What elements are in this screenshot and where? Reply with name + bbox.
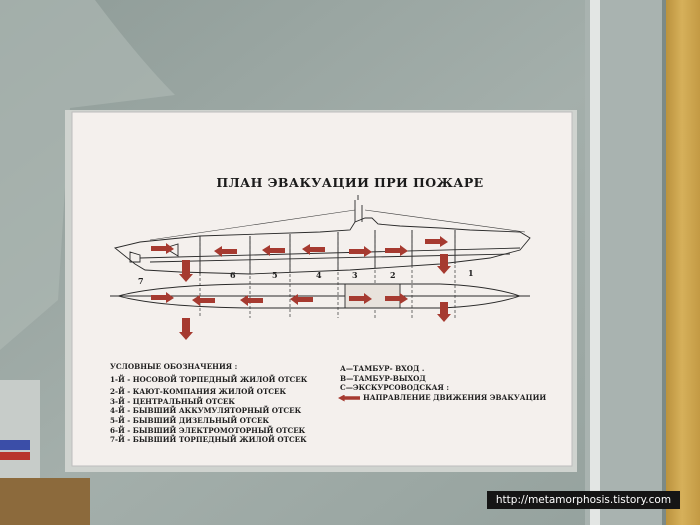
wooden-door (664, 0, 700, 525)
rigging-lines (149, 209, 526, 241)
evac-arrow (290, 294, 313, 305)
compartment-number: 5 (272, 270, 278, 280)
evac-direction-label: НАПРАВЛЕНИЕ ДВИЖЕНИЯ ЭВАКУАЦИИ (363, 393, 547, 402)
legend-item: В—ТАМБУР-ВЫХОД (340, 373, 426, 383)
evacuation-arrows (151, 236, 451, 340)
evac-arrow (262, 245, 285, 256)
legend-item: 6-Й - БЫВШИЙ ЭЛЕКТРОМОТОРНЫЙ ОТСЕК (110, 425, 306, 435)
compartment-numbers: 7 6 5 4 3 2 1 (138, 268, 474, 286)
evac-arrow (349, 293, 372, 304)
compartment-number: 2 (390, 270, 396, 280)
door-frame-edge (590, 0, 600, 525)
legend-item: А—ТАМБУР- ВХОД . (340, 364, 425, 373)
evac-arrow (385, 293, 408, 304)
wood-floor (0, 478, 90, 525)
legend-item: 2-Й - КАЮТ-КОМПАНИЯ ЖИЛОЙ ОТСЕК (110, 387, 287, 397)
legend-compartments: УСЛОВНЫЕ ОБОЗНАЧЕНИЯ : 1-Й - НОСОВОЙ ТОР… (110, 362, 307, 445)
floor-object-stripe-red (0, 452, 30, 460)
legend-item: С—ЭКСКУРСОВОДСКАЯ : (340, 383, 449, 393)
watermark: http://metamorphosis.tistory.com (487, 491, 680, 509)
evac-arrow (240, 295, 263, 306)
legend-item: 1-Й - НОСОВОЙ ТОРПЕДНЫЙ ЖИЛОЙ ОТСЕК (110, 374, 308, 384)
evac-arrow (214, 246, 237, 257)
evac-arrow-down (437, 254, 451, 274)
submarine-top-view (110, 283, 530, 309)
evac-arrow (151, 292, 174, 303)
legend-heading: УСЛОВНЫЕ ОБОЗНАЧЕНИЯ : (110, 362, 238, 371)
evac-arrow (151, 243, 174, 254)
compartment-number: 6 (230, 270, 236, 280)
evac-arrow-down (179, 318, 193, 340)
door-trim (662, 0, 666, 525)
sign-title: ПЛАН ЭВАКУАЦИИ ПРИ ПОЖАРЕ (216, 175, 484, 190)
evac-arrow (192, 295, 215, 306)
legend-item: 4-Й - БЫВШИЙ АККУМУЛЯТОРНЫЙ ОТСЕК (110, 406, 302, 416)
evac-arrow-icon (338, 394, 360, 402)
compartment-number: 1 (468, 268, 474, 278)
legend-item: 3-Й - ЦЕНТРАЛЬНЫЙ ОТСЕК (110, 396, 235, 406)
evac-arrow-down (179, 260, 193, 282)
plaster-patch (0, 0, 175, 350)
evac-direction-legend: НАПРАВЛЕНИЕ ДВИЖЕНИЯ ЭВАКУАЦИИ (338, 393, 546, 402)
compartment-number: 4 (316, 270, 322, 280)
evac-arrow (302, 244, 325, 255)
legend-vestibules: А—ТАМБУР- ВХОД . В—ТАМБУР-ВЫХОД С—ЭКСКУР… (340, 364, 449, 393)
compartment-number: 3 (352, 270, 358, 280)
legend-item: 5-Й - БЫВШИЙ ДИЗЕЛЬНЫЙ ОТСЕК (110, 415, 270, 425)
evac-arrow-down (437, 302, 451, 322)
evac-arrow (349, 246, 372, 257)
evac-arrow (425, 236, 448, 247)
floor-object-stripe (0, 440, 30, 450)
evac-arrow (385, 245, 408, 256)
compartment-number: 7 (138, 276, 144, 286)
legend-item: 7-Й - БЫВШИЙ ТОРПЕДНЫЙ ЖИЛОЙ ОТСЕК (110, 435, 307, 445)
